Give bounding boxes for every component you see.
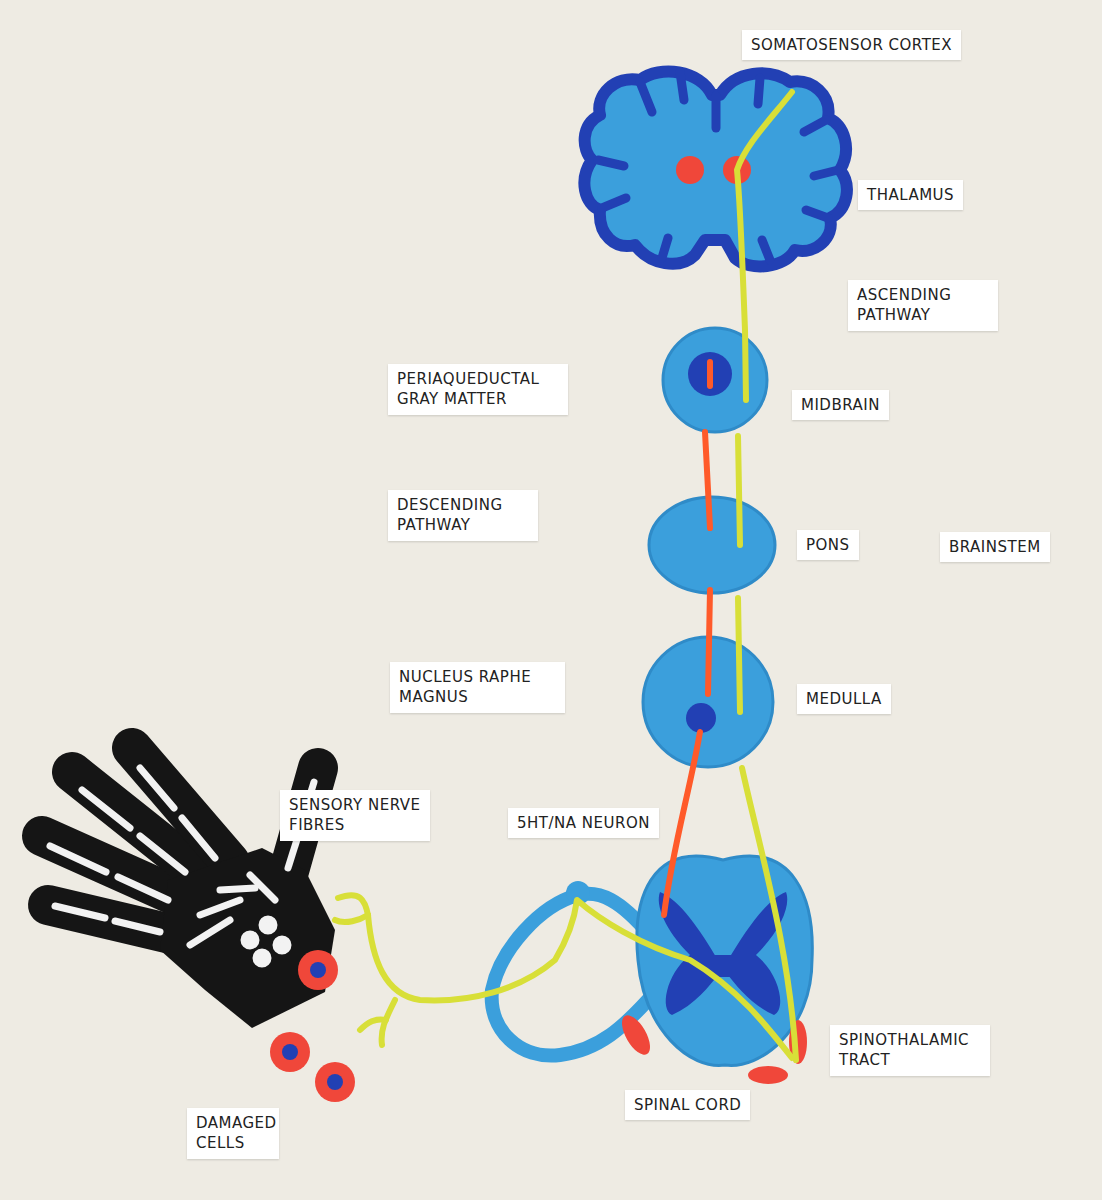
- sensory-nerve-fibre: [335, 915, 368, 922]
- paper-label: PONS: [797, 530, 859, 560]
- brain-section: [814, 170, 838, 176]
- paper-label: DESCENDING PATHWAY: [388, 490, 538, 541]
- ascending-pathway: [737, 92, 792, 400]
- paper-label: THALAMUS: [858, 180, 963, 210]
- glove-hand: [118, 877, 168, 900]
- descending-pathway: [708, 590, 710, 694]
- paper-label: 5HT/NA NEURON: [508, 808, 659, 838]
- brain-section: [712, 96, 721, 128]
- brain-section: [640, 82, 652, 112]
- glove-hand: [50, 846, 106, 872]
- glove-hand: [250, 875, 275, 900]
- glove-hand: [50, 768, 314, 964]
- paper-label: SOMATOSENSOR CORTEX: [742, 30, 961, 60]
- glove-hand: [48, 905, 175, 935]
- descending-pathway: [705, 432, 710, 528]
- brainstem-sections: [643, 328, 775, 767]
- paper-label: BRAINSTEM: [940, 532, 1050, 562]
- sensory-nerve-fibre: [368, 900, 792, 1058]
- glove-hand: [182, 818, 215, 858]
- brain-section: [598, 72, 838, 260]
- glove-hand: [244, 934, 256, 946]
- ascending-pathway: [737, 92, 796, 1060]
- ascending-pathway: [738, 436, 740, 545]
- paper-label: SPINAL CORD: [625, 1090, 750, 1120]
- damaged-cell: [282, 1044, 298, 1060]
- paper-label: SENSORY NERVE FIBRES: [280, 790, 430, 841]
- glove-hand: [82, 790, 130, 828]
- glove-hand: [115, 921, 160, 932]
- brain-section: [758, 78, 760, 104]
- glove-hand: [220, 888, 255, 890]
- brainstem-sections: [686, 703, 716, 733]
- brain-section: [598, 160, 624, 166]
- brain-section: [584, 72, 846, 267]
- damaged-cell: [270, 950, 355, 1102]
- descending-pathway: [664, 362, 710, 915]
- glove-hand: [55, 906, 105, 918]
- thalamus-nucleus: [676, 156, 704, 184]
- ascending-pathway: [738, 598, 740, 712]
- glove-hand: [256, 952, 268, 964]
- damaged-cell: [310, 962, 326, 978]
- brain-section: [804, 120, 826, 132]
- descending-pathway: [664, 732, 700, 915]
- spinal-cord: [616, 1011, 655, 1059]
- sensory-nerve-fibre: [360, 1019, 386, 1030]
- damaged-cell: [327, 1074, 343, 1090]
- paper-label: MIDBRAIN: [792, 390, 889, 420]
- paper-label: ASCENDING PATHWAY: [848, 280, 998, 331]
- descending-pathway: [707, 362, 713, 386]
- brain-section: [602, 198, 626, 208]
- glove-hand: [276, 939, 288, 951]
- glove-hand: [140, 836, 185, 872]
- sensory-nerve-fibre: [338, 895, 368, 915]
- brain-section: [584, 72, 846, 267]
- brainstem-sections: [663, 328, 767, 432]
- glove-hand: [200, 900, 240, 915]
- brain-section: [680, 72, 684, 100]
- glove-hand: [190, 920, 230, 945]
- brain-section: [662, 238, 668, 258]
- paper-label: MEDULLA: [797, 684, 891, 714]
- brain-section: [762, 240, 770, 260]
- glove-hand: [262, 919, 274, 931]
- glove-hand: [140, 768, 174, 808]
- paper-label: PERIAQUEDUCTAL GRAY MATTER: [388, 364, 568, 415]
- damaged-cell: [270, 1032, 310, 1072]
- paper-label: NUCLEUS RAPHE MAGNUS: [390, 662, 565, 713]
- spinal-cord: [748, 1066, 788, 1084]
- paper-label: SPINOTHALAMIC TRACT: [830, 1025, 990, 1076]
- paper-label: DAMAGED CELLS: [187, 1108, 279, 1159]
- damaged-cell: [298, 950, 338, 990]
- damaged-cell: [315, 1062, 355, 1102]
- brain-section: [806, 210, 828, 218]
- brainstem-sections: [688, 352, 732, 396]
- sensory-nerve-fibre: [335, 895, 792, 1058]
- ascending-pathway: [742, 768, 796, 1060]
